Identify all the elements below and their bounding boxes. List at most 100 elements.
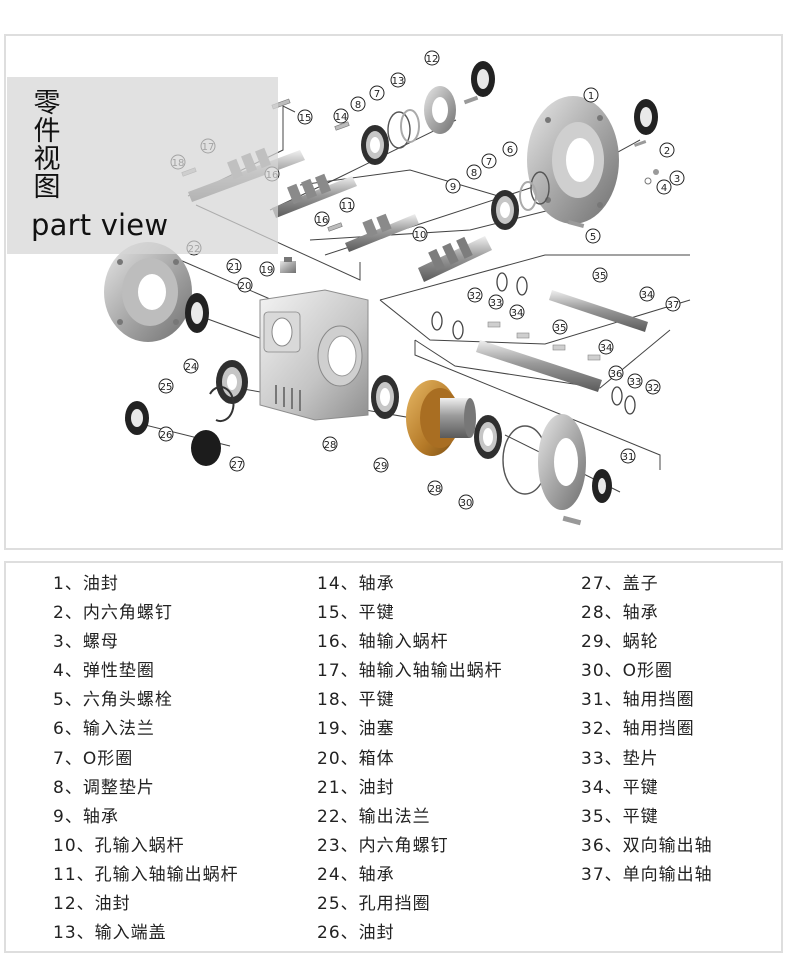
callout-31: 31 <box>620 448 636 464</box>
svg-text:3: 3 <box>674 174 680 185</box>
legend-item: 6、输入法兰 <box>53 719 155 740</box>
legend-item: 7、O形圈 <box>53 748 134 769</box>
svg-text:10: 10 <box>414 230 427 241</box>
cover-27 <box>191 430 221 466</box>
legend-item: 29、蜗轮 <box>581 632 659 653</box>
callout-11: 11 <box>339 197 355 213</box>
worm-shaft-11 <box>345 213 419 252</box>
svg-text:9: 9 <box>450 182 456 193</box>
legend-item: 11、孔输入轴输出蜗杆 <box>53 864 239 885</box>
legend-item: 23、内六角螺钉 <box>317 835 449 856</box>
end-cap-13 <box>424 86 456 134</box>
legend-item: 20、箱体 <box>317 748 395 769</box>
svg-text:2: 2 <box>664 146 670 157</box>
callout-13: 13 <box>390 72 406 88</box>
callout-19: 19 <box>259 261 275 277</box>
svg-text:26: 26 <box>160 430 173 441</box>
callout-3: 3 <box>669 170 685 186</box>
callout-9: 9 <box>445 178 461 194</box>
legend-item: 32、轴用挡圈 <box>581 719 695 740</box>
svg-text:37: 37 <box>667 300 680 311</box>
svg-text:28: 28 <box>324 440 337 451</box>
svg-text:32: 32 <box>647 383 660 394</box>
legend-item: 1、油封 <box>53 574 119 594</box>
callout-8a: 8 <box>350 96 366 112</box>
callout-7a: 7 <box>369 85 385 101</box>
legend-item: 26、油封 <box>317 923 395 944</box>
legend-item: 15、平键 <box>317 603 395 624</box>
callout-16b: 16 <box>314 211 330 227</box>
svg-text:6: 6 <box>507 145 513 156</box>
svg-text:32: 32 <box>469 291 482 302</box>
small-keys-rings <box>431 272 636 415</box>
svg-text:35: 35 <box>594 271 607 282</box>
callout-34b: 34 <box>509 304 525 320</box>
callout-6: 6 <box>502 141 518 157</box>
callout-24: 24 <box>183 358 199 374</box>
retaining-ring-31 <box>592 469 612 503</box>
legend-item: 10、孔输入蜗杆 <box>53 835 185 856</box>
svg-text:33: 33 <box>490 298 503 309</box>
svg-text:7: 7 <box>374 89 380 100</box>
seal-12 <box>471 61 495 97</box>
svg-text:25: 25 <box>160 382 173 393</box>
bearing-24 <box>216 360 248 404</box>
legend-item: 28、轴承 <box>581 603 659 624</box>
callout-34c: 34 <box>598 339 614 355</box>
title-char-4: 图 <box>33 172 61 203</box>
shim-8-lower <box>519 181 537 211</box>
legend-item: 8、调整垫片 <box>53 777 155 798</box>
bearing-28-left <box>371 375 399 419</box>
title-char-1: 零 <box>33 88 61 119</box>
callout-32b: 32 <box>645 379 661 395</box>
title-char-2: 件 <box>33 116 61 147</box>
bolt-lower <box>562 515 582 526</box>
svg-text:11: 11 <box>341 201 354 212</box>
svg-text:21: 21 <box>228 262 241 273</box>
callout-26: 26 <box>158 426 174 442</box>
callout-2: 2 <box>659 142 675 158</box>
callout-5: 5 <box>585 228 601 244</box>
legend-item: 19、油塞 <box>317 719 395 740</box>
legend-item: 30、O形圈 <box>581 661 674 682</box>
legend-item: 9、轴承 <box>53 806 119 827</box>
legend-item: 16、轴输入蜗杆 <box>317 632 449 653</box>
output-shaft-37 <box>549 290 648 332</box>
title-band <box>7 77 278 254</box>
callout-28a: 28 <box>322 436 338 452</box>
legend-item: 37、单向输出轴 <box>581 864 713 885</box>
output-shaft-36 <box>476 340 602 392</box>
svg-text:5: 5 <box>590 232 596 243</box>
bearing-9 <box>491 190 519 230</box>
callout-12: 12 <box>424 50 440 66</box>
legend-item: 3、螺母 <box>53 632 119 653</box>
legend-item: 22、输出法兰 <box>317 806 431 827</box>
svg-text:19: 19 <box>261 265 274 276</box>
legend-item: 12、油封 <box>53 894 131 915</box>
svg-text:29: 29 <box>375 461 388 472</box>
callout-32a: 32 <box>467 287 483 303</box>
svg-text:14: 14 <box>335 112 348 123</box>
legend-item: 36、双向输出轴 <box>581 835 713 856</box>
svg-text:24: 24 <box>185 362 198 373</box>
callout-4: 4 <box>656 179 672 195</box>
callout-7b: 7 <box>481 153 497 169</box>
legend-item: 5、六角头螺栓 <box>53 690 173 711</box>
legend-panel <box>4 561 783 953</box>
svg-text:8: 8 <box>355 100 361 111</box>
legend-item: 33、垫片 <box>581 748 659 769</box>
svg-text:27: 27 <box>231 460 244 471</box>
svg-text:31: 31 <box>622 452 635 463</box>
output-flange-22 <box>104 242 192 342</box>
legend-item: 34、平键 <box>581 777 659 798</box>
callouts: 1 2 3 4 5 6 7 7 8 8 9 10 11 12 13 14 15 … <box>158 50 685 510</box>
worm-shaft-10 <box>418 236 492 282</box>
callout-25: 25 <box>158 378 174 394</box>
callout-34a: 34 <box>639 286 655 302</box>
svg-text:1: 1 <box>588 91 594 102</box>
worm-shaft-16 <box>272 173 357 218</box>
oil-plug-19 <box>280 257 296 273</box>
input-flange-6 <box>527 96 619 224</box>
svg-text:13: 13 <box>392 76 405 87</box>
o-ring-7-lower <box>530 171 550 205</box>
